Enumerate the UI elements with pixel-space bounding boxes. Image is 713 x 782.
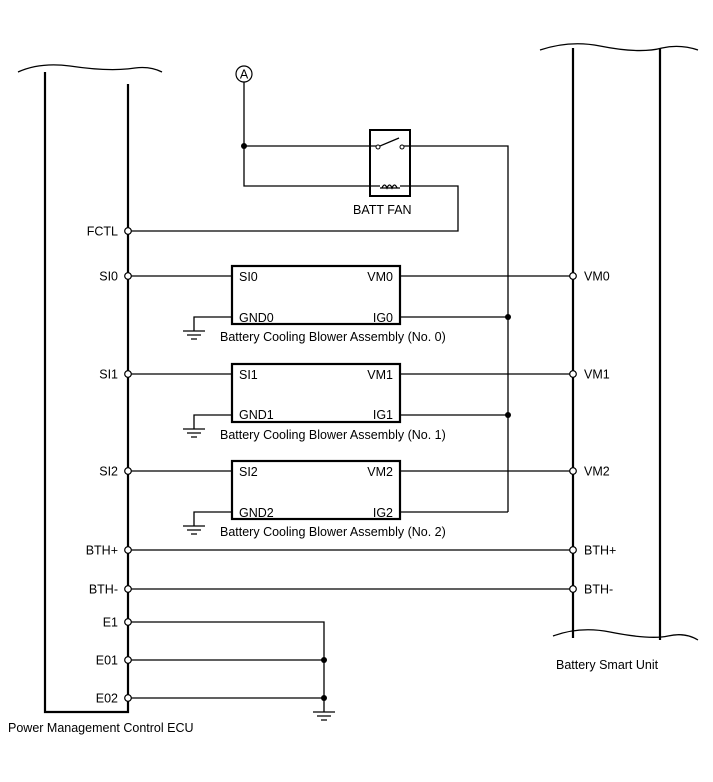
- blower-1-vm-pin: VM1: [367, 368, 393, 382]
- blower-0-caption: Battery Cooling Blower Assembly (No. 0): [220, 330, 446, 344]
- blower-ground-symbols: [183, 316, 232, 535]
- ecu-label: Power Management Control ECU: [8, 721, 194, 735]
- blower-assembly-0: SI0 VM0 GND0 IG0: [230, 264, 402, 326]
- ecu-pin-labels: FCTL SI0 SI1 SI2 BTH+ BTH- E1 E01 E02: [86, 225, 118, 706]
- blower-1-ig-pin: IG1: [373, 408, 393, 422]
- ecu-terminals: [124, 227, 132, 702]
- blower-2-vm-pin: VM2: [367, 465, 393, 479]
- ecu-pin-e1: E1: [103, 616, 118, 630]
- blower-0-ig-pin: IG0: [373, 311, 393, 325]
- blower-assembly-1: SI1 VM1 GND1 IG1: [230, 362, 402, 424]
- blower-0-vm-pin: VM0: [367, 270, 393, 284]
- smart-unit-pin-vm1: VM1: [584, 368, 610, 382]
- relay-batt-fan: [369, 129, 411, 197]
- smart-unit-pin-vm0: VM0: [584, 270, 610, 284]
- connector-a: A: [235, 65, 253, 83]
- ecu-pin-e02: E02: [96, 692, 118, 706]
- smart-unit-pin-bth-plus: BTH+: [584, 544, 616, 558]
- blower-1-caption: Battery Cooling Blower Assembly (No. 1): [220, 428, 446, 442]
- smart-unit-outline: [539, 43, 699, 641]
- blower-2-caption: Battery Cooling Blower Assembly (No. 2): [220, 525, 446, 539]
- ecu-ground-wiring: [128, 621, 335, 721]
- relay-label: BATT FAN: [353, 203, 412, 217]
- junction-dots: [241, 143, 511, 701]
- ecu-pin-bth-minus: BTH-: [89, 583, 118, 597]
- blower-2-si-pin: SI2: [239, 465, 258, 479]
- blower-1-si-pin: SI1: [239, 368, 258, 382]
- blower-2-gnd-pin: GND2: [239, 506, 274, 520]
- ecu-pin-si0: SI0: [99, 270, 118, 284]
- connector-a-label: A: [240, 68, 249, 82]
- smart-unit-pin-labels: VM0 VM1 VM2 BTH+ BTH-: [584, 270, 616, 597]
- smart-unit-label: Battery Smart Unit: [556, 658, 659, 672]
- smart-unit-pin-vm2: VM2: [584, 465, 610, 479]
- smart-unit-pin-bth-minus: BTH-: [584, 583, 613, 597]
- ecu-pin-si1: SI1: [99, 368, 118, 382]
- blower-1-gnd-pin: GND1: [239, 408, 274, 422]
- power-feed-wiring: [128, 82, 509, 512]
- blower-0-gnd-pin: GND0: [239, 311, 274, 325]
- ecu-outline: [17, 64, 163, 714]
- ecu-pin-fctl: FCTL: [87, 225, 118, 239]
- blower-2-ig-pin: IG2: [373, 506, 393, 520]
- ecu-pin-si2: SI2: [99, 465, 118, 479]
- signal-wiring: [128, 275, 573, 590]
- ecu-pin-e01: E01: [96, 654, 118, 668]
- ecu-pin-bth-plus: BTH+: [86, 544, 118, 558]
- blower-assembly-2: SI2 VM2 GND2 IG2: [230, 459, 402, 521]
- smart-unit-terminals: [569, 272, 577, 593]
- blower-0-si-pin: SI0: [239, 270, 258, 284]
